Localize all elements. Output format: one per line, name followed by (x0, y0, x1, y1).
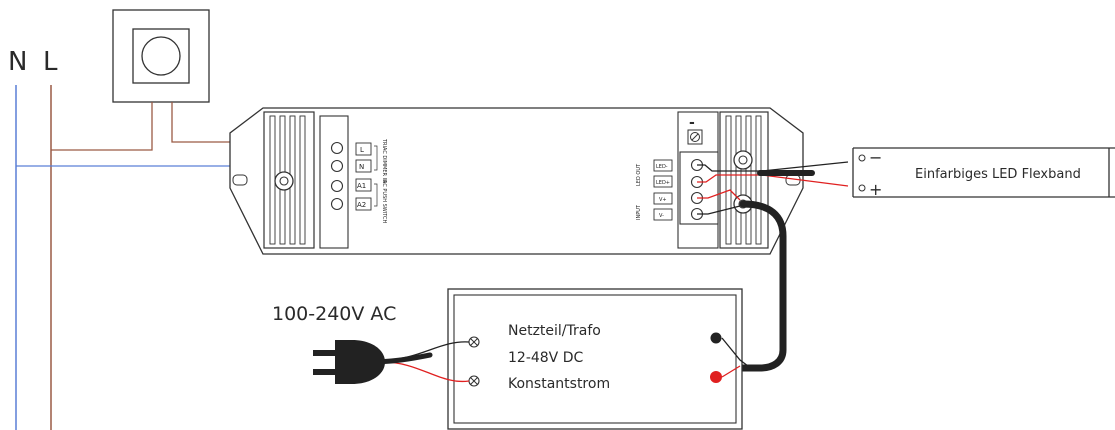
led-strip (852, 147, 1115, 198)
live-label: L (43, 47, 58, 77)
input-terminal-screws (330, 141, 344, 211)
wall-dimmer (112, 9, 210, 103)
psu-mode: Konstantstrom (508, 376, 610, 392)
terminal-v-minus-label: V- (659, 213, 664, 219)
terminal-led-plus-label: LED+ (656, 180, 670, 186)
psu-dc-minus-terminal (710, 332, 722, 344)
psu-name: Netzteil/Trafo (508, 323, 601, 339)
led-strip-plus: + (869, 180, 882, 199)
output-minus-mark: - (689, 115, 695, 131)
terminal-a2-label: A2 (357, 201, 366, 209)
ac-push-switch-text: AC PUSH SWITCH (381, 180, 387, 223)
ac-input-label: 100-240V AC (272, 303, 396, 325)
controller-body (229, 107, 804, 255)
led-strip-minus: − (869, 148, 882, 167)
terminal-v-plus-label: V+ (659, 197, 667, 203)
led-plus-wire (697, 174, 849, 187)
psu-ac-terminals (468, 336, 480, 387)
neutral-label: N (8, 47, 27, 77)
ac-plug-icon (313, 340, 385, 384)
led-strip-label: Einfarbiges LED Flexband (915, 167, 1081, 182)
terminal-n-label: N (359, 163, 364, 171)
led-out-text: LED OUT (636, 163, 642, 186)
terminal-l-label: L (360, 146, 364, 154)
led-minus-wire (697, 161, 849, 172)
psu-dc-cable (733, 200, 787, 372)
psu-voltage: 12-48V DC (508, 350, 583, 366)
power-supply-box (447, 288, 743, 430)
input-text: INPUT (636, 204, 642, 220)
psu-dc-plus-terminal (710, 371, 722, 383)
terminal-a1-label: A1 (357, 182, 366, 190)
terminal-led-minus-label: LED- (656, 164, 668, 170)
triac-dimmer-text: TRIAC DIMMER IN (381, 138, 387, 183)
live-to-dimmer-wire (51, 102, 153, 151)
